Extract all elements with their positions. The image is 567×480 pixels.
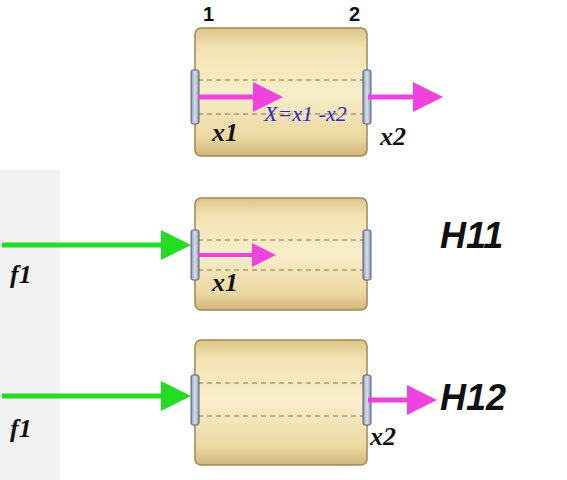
cylinder-top	[191, 28, 438, 156]
relative-displacement: X=x1 -x2	[264, 103, 347, 125]
end-number: 2	[349, 4, 360, 24]
displacement-label: x2	[380, 124, 406, 150]
transfer-function-name: H11	[440, 218, 503, 254]
end-number: 1	[203, 4, 214, 24]
displacement-label: x1	[212, 120, 238, 146]
cylinder-middle	[2, 198, 371, 310]
force-label: f1	[10, 416, 32, 442]
displacement-label: x1	[212, 270, 238, 296]
displacement-label: x2	[370, 424, 396, 450]
cylinder-bottom	[2, 340, 432, 465]
transfer-function-name: H12	[440, 380, 506, 416]
background-patch	[0, 170, 60, 480]
force-label: f1	[10, 262, 32, 288]
